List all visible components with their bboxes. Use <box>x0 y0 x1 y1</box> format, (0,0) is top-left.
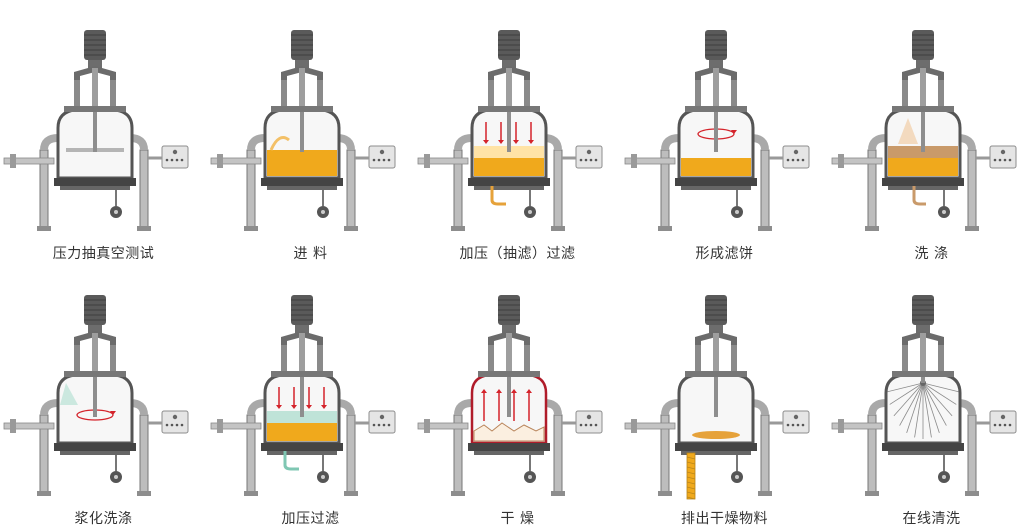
filter-dryer-illustration <box>3 30 189 231</box>
process-step: 进 料 <box>207 0 414 265</box>
process-step: 排出干燥物料 <box>621 265 828 530</box>
filter-dryer-illustration <box>624 295 810 500</box>
step-caption: 排出干燥物料 <box>681 511 768 527</box>
step-caption: 形成滤饼 <box>695 246 754 262</box>
filter-dryer-illustration <box>210 30 396 231</box>
process-step: 加压（抽滤）过滤 <box>414 0 621 265</box>
process-step: 干 燥 <box>414 265 621 530</box>
filter-dryer-illustration <box>831 295 1017 496</box>
filter-dryer-illustration <box>624 30 810 231</box>
process-step: 加压过滤 <box>207 265 414 530</box>
process-step: 洗 涤 <box>828 0 1035 265</box>
step-caption: 加压（抽滤）过滤 <box>459 246 576 262</box>
step-caption: 压力抽真空测试 <box>52 246 155 262</box>
filter-dryer-illustration <box>210 295 396 496</box>
process-step: 在线清洗 <box>828 265 1035 530</box>
step-caption: 加压过滤 <box>281 511 340 527</box>
process-step: 浆化洗涤 <box>0 265 207 530</box>
filter-dryer-illustration <box>831 30 1017 231</box>
step-caption: 洗 涤 <box>914 246 949 262</box>
filter-dryer-illustration <box>417 30 603 231</box>
process-step: 形成滤饼 <box>621 0 828 265</box>
filter-dryer-illustration <box>3 295 189 496</box>
step-caption: 浆化洗涤 <box>74 511 133 527</box>
step-caption: 干 燥 <box>500 511 535 527</box>
process-step: 压力抽真空测试 <box>0 0 207 265</box>
filter-dryer-illustration <box>417 295 603 496</box>
step-caption: 在线清洗 <box>902 511 961 527</box>
step-caption: 进 料 <box>293 246 328 262</box>
